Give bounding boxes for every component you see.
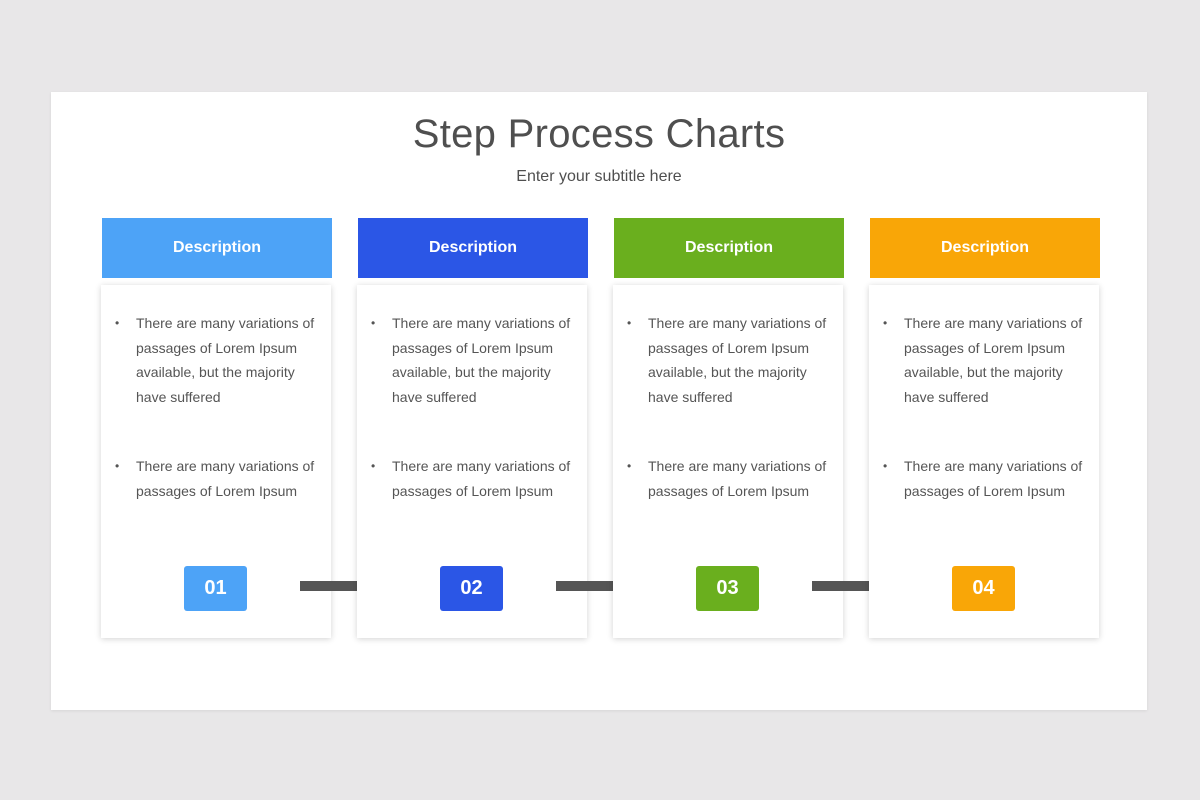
bullet-text: There are many variations of passages of… (648, 315, 827, 406)
bullet-text: There are many variations of passages of… (136, 315, 315, 406)
step-header: Description (102, 218, 332, 278)
bullet-text: There are many variations of passages of… (648, 457, 827, 499)
bullet-text: There are many variations of passages of… (904, 457, 1083, 499)
right-arrow-icon (812, 574, 902, 598)
bullet-dot-icon: • (371, 316, 376, 330)
page-title: Step Process Charts (412, 112, 786, 156)
bullet-dot-icon: • (627, 458, 632, 473)
bullet-dot-icon: • (883, 458, 888, 473)
list-item: • There are many variations of passages … (115, 311, 315, 410)
list-item: • There are many variations of passages … (883, 311, 1083, 410)
bullet-dot-icon: • (627, 316, 632, 330)
list-item: • There are many variations of passages … (627, 311, 827, 410)
bullet-dot-icon: • (371, 458, 376, 473)
bullet-text: There are many variations of passages of… (904, 315, 1083, 406)
step-header: Description (614, 218, 844, 278)
step-card: • There are many variations of passages … (357, 285, 587, 638)
bullet-text: There are many variations of passages of… (136, 457, 315, 499)
bullet-list: • There are many variations of passages … (371, 311, 571, 503)
step-number-badge: 02 (440, 566, 503, 611)
right-arrow-icon (556, 574, 646, 598)
bullet-dot-icon: • (883, 316, 888, 330)
step-card: • There are many variations of passages … (869, 285, 1099, 638)
step-card: • There are many variations of passages … (613, 285, 843, 638)
step-number-badge: 01 (184, 566, 247, 611)
bullet-list: • There are many variations of passages … (115, 311, 315, 503)
list-item: • There are many variations of passages … (371, 311, 571, 410)
page-subtitle: Enter your subtitle here (516, 168, 682, 185)
step-header: Description (870, 218, 1100, 278)
list-item: • There are many variations of passages … (627, 454, 827, 503)
bullet-dot-icon: • (115, 458, 120, 473)
list-item: • There are many variations of passages … (883, 454, 1083, 503)
list-item: • There are many variations of passages … (115, 454, 315, 503)
bullet-text: There are many variations of passages of… (392, 457, 571, 499)
bullet-list: • There are many variations of passages … (883, 311, 1083, 503)
step-header: Description (358, 218, 588, 278)
step-number-badge: 03 (696, 566, 759, 611)
bullet-list: • There are many variations of passages … (627, 311, 827, 503)
list-item: • There are many variations of passages … (371, 454, 571, 503)
step-card: • There are many variations of passages … (101, 285, 331, 638)
step-number-badge: 04 (952, 566, 1015, 611)
bullet-text: There are many variations of passages of… (392, 315, 571, 406)
bullet-dot-icon: • (115, 316, 120, 330)
right-arrow-icon (300, 574, 390, 598)
slide: Step Process Charts Enter your subtitle … (51, 92, 1147, 710)
